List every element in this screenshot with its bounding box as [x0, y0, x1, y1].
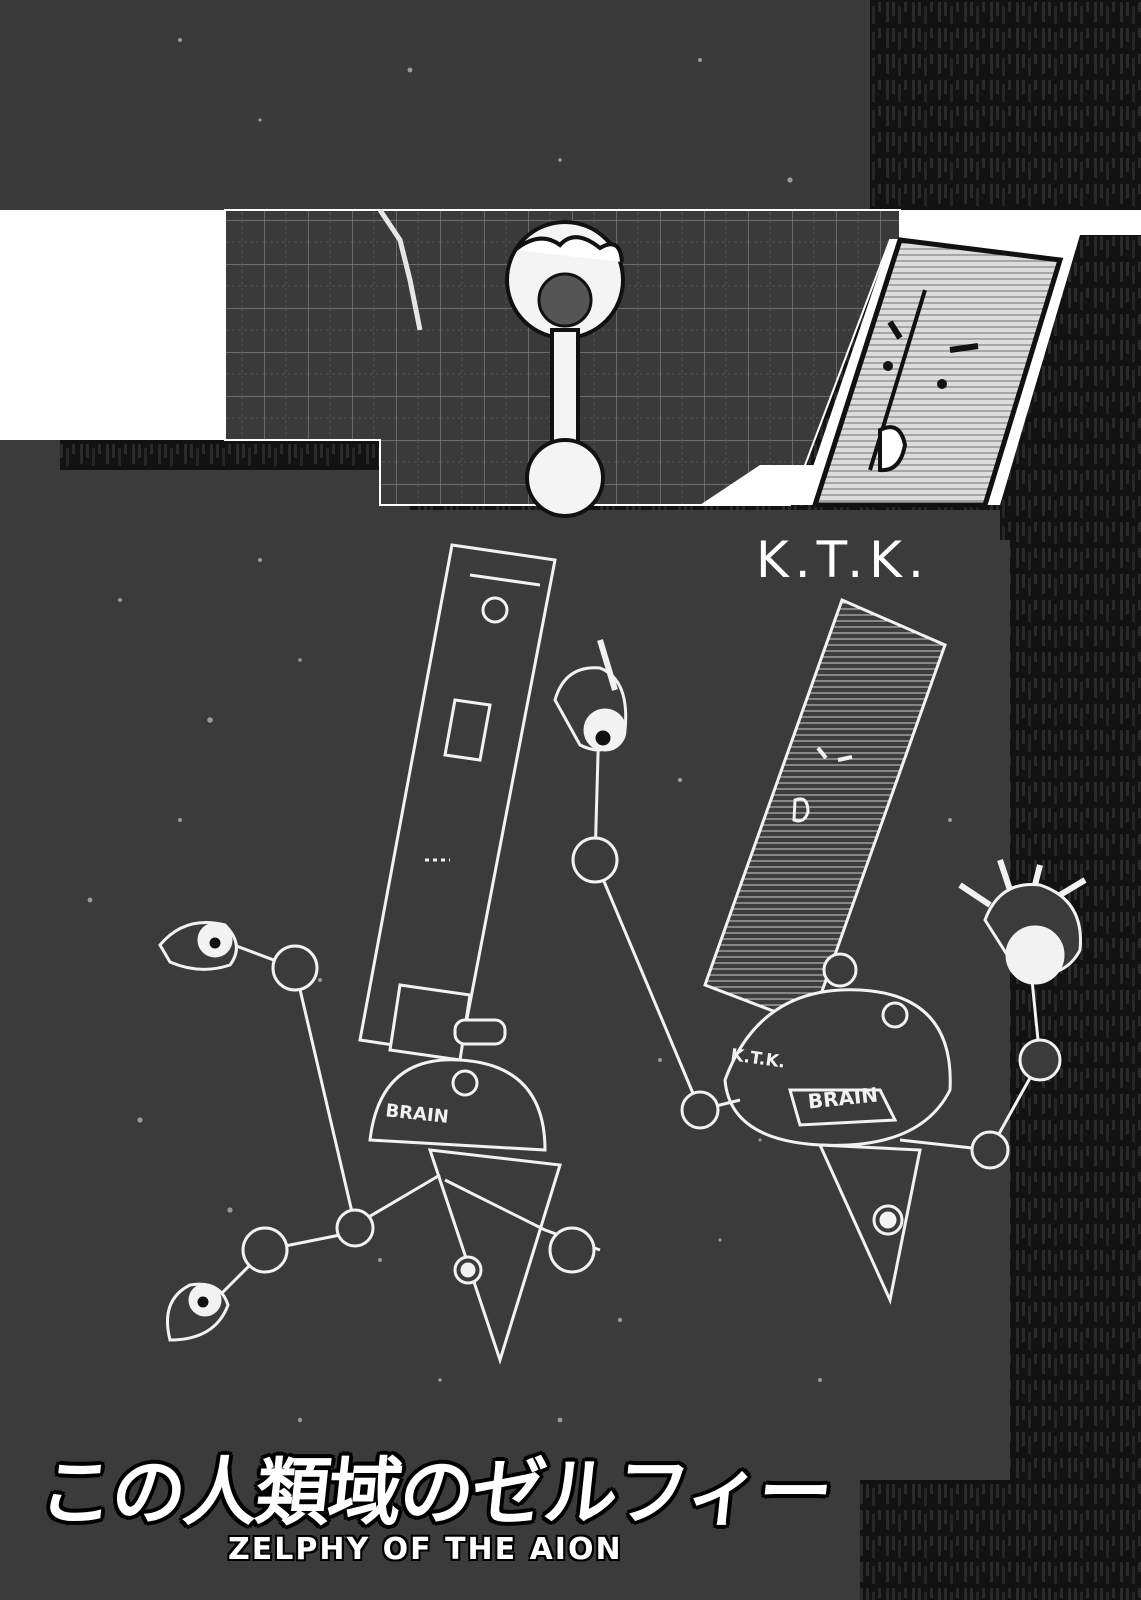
main-gray-panel: [0, 440, 1010, 1600]
title-japanese: この人類域のゼルフィー: [35, 1450, 836, 1536]
author-credit: K.T.K.: [756, 531, 930, 589]
inset-panel: [224, 208, 1141, 518]
title-english: ZELPHY OF THE AION: [228, 1532, 623, 1567]
left-robot: [158, 543, 702, 1365]
top-gray-panel: [0, 0, 870, 210]
right-robot: [680, 597, 1087, 1305]
white-gap-panel: [0, 210, 225, 440]
